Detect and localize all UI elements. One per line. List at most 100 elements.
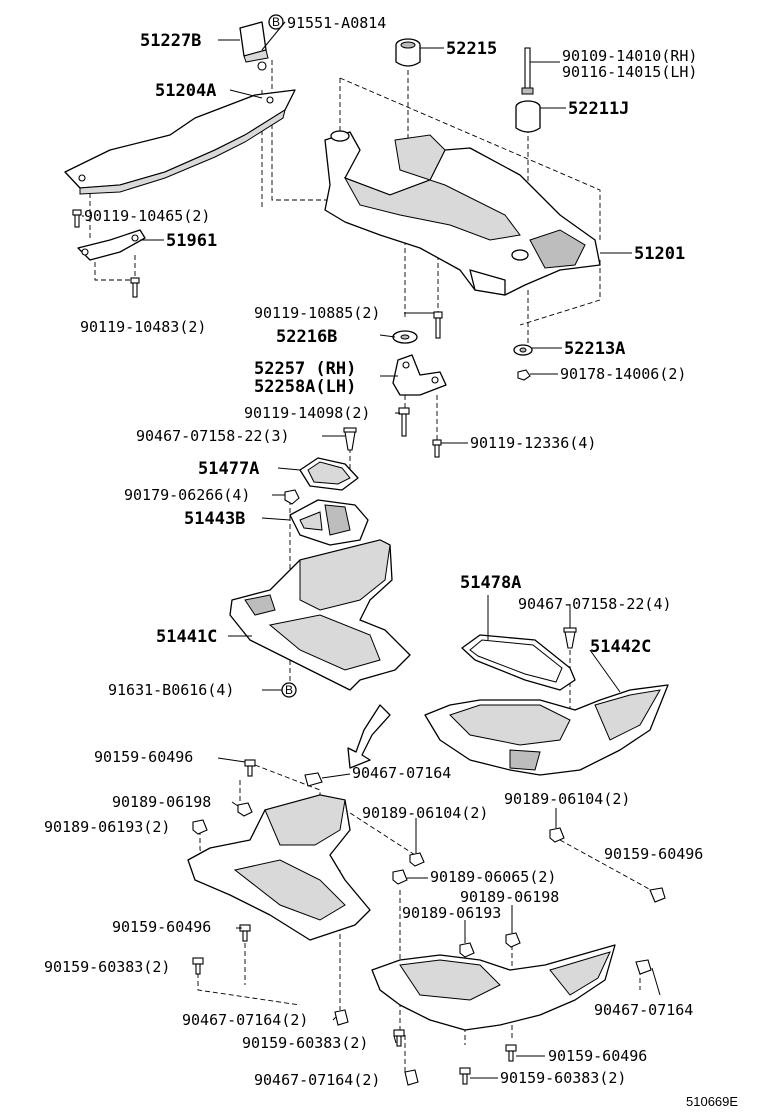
part-labels: 51227B 91551-A0814 51204A 52215 90109-14… xyxy=(44,14,738,1109)
part-lower-undercover-lh xyxy=(187,794,371,941)
clip-90467-07164-2a xyxy=(334,1009,349,1026)
label-52258a: 52258A(LH) xyxy=(254,377,356,397)
label-52216b: 52216B xyxy=(276,327,337,347)
clip-90467-4 xyxy=(563,627,577,649)
part-lower-undercover-rh xyxy=(371,944,616,1031)
label-52257: 52257 (RH) xyxy=(254,359,356,379)
bolt-90159-b xyxy=(649,887,666,903)
clip-90467-07164-2b xyxy=(404,1069,419,1086)
label-51443b: 51443B xyxy=(184,509,245,529)
label-90189-06065: 90189-06065(2) xyxy=(430,868,556,886)
label-91551: 91551-A0814 xyxy=(287,14,386,32)
label-52213a: 52213A xyxy=(564,339,625,359)
nut-90189-06193-2 xyxy=(192,819,208,835)
label-90159-c: 90159-60496 xyxy=(112,918,211,936)
bolt-90159-c xyxy=(239,924,251,942)
marker-b-top: B xyxy=(268,14,284,30)
marker-b-bottom-text: B xyxy=(285,683,293,697)
bolt-90119-10483 xyxy=(130,277,140,298)
label-91631: 91631-B0616(4) xyxy=(108,681,234,699)
bolt-90119-10885 xyxy=(433,311,443,339)
part-52257-bracket xyxy=(392,354,447,396)
clip-90467-b xyxy=(635,959,652,975)
label-51961: 51961 xyxy=(166,231,217,251)
label-90159-d: 90159-60496 xyxy=(548,1047,647,1065)
marker-b-top-text: B xyxy=(272,15,280,29)
label-90467-07164-2b: 90467-07164(2) xyxy=(254,1071,380,1089)
part-51443b-bracket xyxy=(289,499,369,546)
label-90467-a: 90467-07164 xyxy=(352,764,451,782)
label-51442c: 51442C xyxy=(590,637,651,657)
label-90119-10483: 90119-10483(2) xyxy=(80,318,206,336)
part-52216b-washer xyxy=(392,330,418,344)
nut-90189-06198a xyxy=(237,802,253,817)
part-90109-bolt xyxy=(521,47,534,95)
label-51204a: 51204A xyxy=(155,81,216,101)
label-90179: 90179-06266(4) xyxy=(124,486,250,504)
bolt-90119-14098 xyxy=(398,407,410,437)
bolt-90119-12336 xyxy=(432,439,442,458)
bolt-90119-10465 xyxy=(72,209,82,228)
label-51201: 51201 xyxy=(634,244,685,264)
label-51478a: 51478A xyxy=(460,573,521,593)
label-90119-14098: 90119-14098(2) xyxy=(244,404,370,422)
label-52215: 52215 xyxy=(446,39,497,59)
label-90467-07164-2a: 90467-07164(2) xyxy=(182,1011,308,1029)
label-90159-b: 90159-60496 xyxy=(604,845,703,863)
bolt-90159-60383b xyxy=(393,1029,405,1047)
nut-90179-06266 xyxy=(284,489,300,505)
figure-id: 510669E xyxy=(686,1094,738,1109)
part-51961-plate xyxy=(77,229,146,261)
label-90159-60383-2c: 90159-60383(2) xyxy=(500,1069,626,1087)
label-90159-60383-2b: 90159-60383(2) xyxy=(242,1034,368,1052)
label-90189-06104-2a: 90189-06104(2) xyxy=(362,804,488,822)
label-90119-10885: 90119-10885(2) xyxy=(254,304,380,322)
label-51227b: 51227B xyxy=(140,31,201,51)
part-51477a-cover xyxy=(299,457,359,491)
label-90189-06104-2b: 90189-06104(2) xyxy=(504,790,630,808)
clip-90467-a xyxy=(304,772,323,787)
label-90119-10465: 90119-10465(2) xyxy=(84,207,210,225)
part-52211j-cushion xyxy=(515,100,541,133)
part-51441c-undercover xyxy=(229,539,411,691)
label-90189-06193-2: 90189-06193(2) xyxy=(44,818,170,836)
nut-90189-06104b xyxy=(549,827,565,843)
part-51201-crossmember xyxy=(324,130,601,296)
nut-90178-14006 xyxy=(517,369,531,381)
bolt-90159-60383c xyxy=(459,1067,471,1085)
label-90189-06198b: 90189-06198 xyxy=(460,888,559,906)
part-51442c-undercover xyxy=(424,684,669,776)
nut-90189-06198b xyxy=(505,932,521,948)
nut-90189-06104a xyxy=(409,852,425,867)
part-52215-cushion xyxy=(395,38,421,67)
label-90467-3: 90467-07158-22(3) xyxy=(136,427,290,445)
label-52211j: 52211J xyxy=(568,99,629,119)
part-51204a-brace xyxy=(64,89,296,195)
fasteners-bottom xyxy=(192,759,666,1086)
bolt-90159-60383a xyxy=(192,957,204,975)
part-51227b-mount xyxy=(239,21,269,71)
bolt-90467-3 xyxy=(343,427,357,451)
label-90189-06193: 90189-06193 xyxy=(402,904,501,922)
part-52213a-washer xyxy=(513,344,533,356)
bolt-90159-a xyxy=(244,759,256,777)
nut-90189-06065 xyxy=(392,869,408,885)
label-90109: 90109-14010(RH) xyxy=(562,47,697,65)
label-90189-06198a: 90189-06198 xyxy=(112,793,211,811)
label-90159-60383-2a: 90159-60383(2) xyxy=(44,958,170,976)
direction-arrow xyxy=(347,704,391,769)
label-90119-12336: 90119-12336(4) xyxy=(470,434,596,452)
label-90467-4: 90467-07158-22(4) xyxy=(518,595,672,613)
part-51478a-seal xyxy=(461,634,576,691)
label-51477a: 51477A xyxy=(198,459,259,479)
nut-90189-06193 xyxy=(459,942,475,958)
marker-b-bottom: B xyxy=(281,682,297,698)
label-90159-a: 90159-60496 xyxy=(94,748,193,766)
label-51441c: 51441C xyxy=(156,627,217,647)
bolt-90159-d xyxy=(505,1044,517,1062)
label-90178: 90178-14006(2) xyxy=(560,365,686,383)
leader-lines xyxy=(82,21,661,1079)
label-90116: 90116-14015(LH) xyxy=(562,63,697,81)
label-90467-b: 90467-07164 xyxy=(594,1001,693,1019)
